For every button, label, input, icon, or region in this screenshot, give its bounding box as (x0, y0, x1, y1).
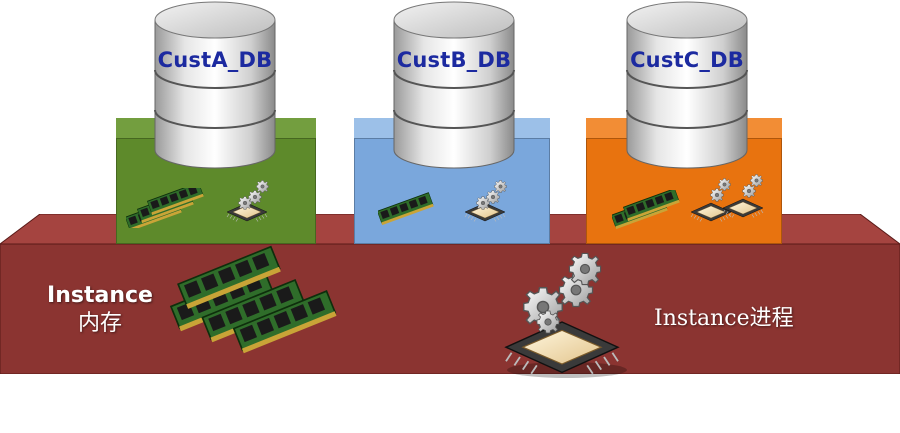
database-label: CustB_DB (396, 48, 512, 72)
ram-module-icon (378, 192, 435, 226)
instance-memory-label: Instance 内存 (40, 282, 160, 338)
ram-module-icon (612, 190, 681, 230)
ram-module-icon (126, 188, 205, 228)
ram-module-icon (170, 245, 338, 355)
cpu-gears-icon (690, 174, 764, 222)
cpu-gears-icon (226, 180, 269, 222)
cpu-gears-icon (505, 252, 627, 378)
database-cylinder-b: CustB_DB (389, 0, 519, 170)
instance-memory-title: Instance (47, 283, 153, 308)
database-cylinder-a: CustA_DB (150, 0, 280, 170)
cpu-gears-icon (464, 180, 507, 222)
instance-process-label: Instance进程 (654, 306, 794, 331)
database-cylinder-c: CustC_DB (622, 0, 752, 170)
database-label: CustC_DB (630, 48, 744, 72)
instance-memory-subtitle: 内存 (77, 311, 122, 336)
database-icon (154, 1, 276, 169)
database-icon (393, 1, 515, 169)
database-icon (626, 1, 748, 169)
database-label: CustA_DB (157, 48, 273, 72)
